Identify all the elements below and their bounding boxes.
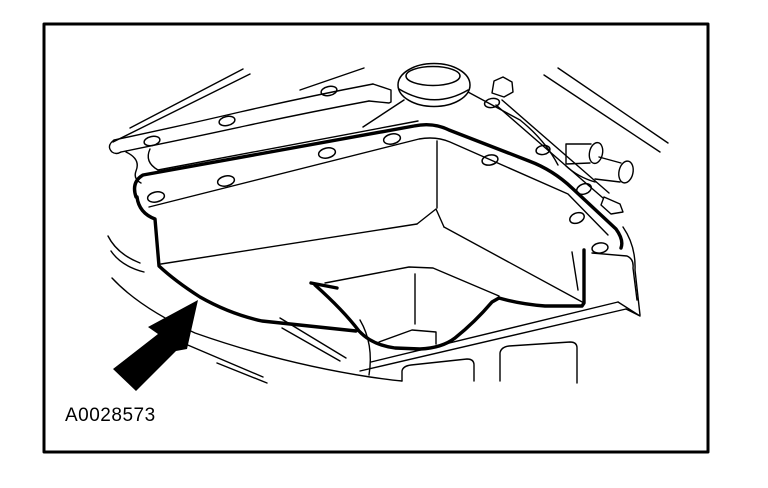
case-rail-top-edge: [113, 83, 374, 141]
case-seam-curve: [147, 148, 159, 171]
bellhousing-arc: [110, 250, 145, 273]
pan-flange-edges: [148, 137, 641, 316]
bolt-hole: [569, 211, 585, 225]
bolt-hole: [218, 115, 236, 127]
bolt-hole: [535, 144, 551, 156]
dome-top-face: [405, 65, 461, 87]
fitting-stub-body: [594, 156, 622, 183]
dipstick-tube-edge: [501, 99, 610, 194]
tube-and-fittings: [491, 76, 634, 215]
pan-left-bottom-edge: [135, 195, 358, 333]
bolt-hole: [146, 191, 166, 203]
case-edge-line: [112, 73, 251, 143]
case-rail-bottom-edge: [120, 100, 370, 153]
case-seam-line: [157, 120, 419, 171]
funnel-web-line: [359, 319, 372, 376]
converter-cover-dome: [362, 62, 471, 128]
case-seam-right: [467, 91, 559, 166]
case-edge-line: [129, 68, 244, 129]
callout-arrow-icon: [113, 300, 198, 391]
case-edge-line: [557, 67, 669, 144]
funnel-rim: [324, 266, 500, 297]
ledge-upper-edge: [370, 301, 619, 363]
bolt-hole: [481, 154, 499, 166]
funnel-bottom-facet: [378, 329, 437, 345]
figure-border: [42, 22, 710, 454]
bolt-hole: [575, 182, 593, 196]
fitting-stub-body: [565, 143, 592, 165]
case-below-pan: [107, 235, 641, 384]
bottom-face-crease: [160, 223, 418, 265]
ledge-lower-edge: [359, 308, 627, 372]
dome-skirt-contour: [398, 88, 469, 101]
case-lower-silhouette: [111, 277, 403, 382]
tube-bracket: [491, 76, 514, 98]
bolt-hole: [320, 85, 338, 97]
right-face-crease: [443, 226, 585, 304]
tube-end-tab: [600, 196, 624, 215]
case-outer-corner: [622, 226, 641, 316]
bellhousing-arc: [107, 235, 141, 264]
pan-face-details: [160, 140, 585, 345]
case-rail-end-face: [368, 83, 392, 104]
fitting-stub-cap: [618, 160, 634, 184]
case-rib: [182, 342, 268, 384]
crease-facet: [416, 208, 445, 228]
bolt-hole: [216, 175, 236, 187]
figure-label: A0028573: [65, 405, 156, 426]
bolt-hole: [317, 147, 337, 159]
case-edge-line: [543, 74, 661, 153]
case-rib: [279, 317, 347, 362]
case-edge-line: [299, 67, 365, 91]
fitting-plate-edge: [565, 165, 596, 183]
pan-right-bottom-edge: [497, 248, 586, 308]
dome-base-line: [362, 99, 405, 128]
bolt-hole: [143, 135, 161, 147]
bolt-hole: [483, 97, 501, 109]
web-arch: [401, 358, 475, 382]
case-corner-line: [571, 251, 579, 291]
flange-under-edge: [148, 137, 609, 236]
case-rail: [108, 83, 559, 184]
flange-corner-step: [591, 252, 638, 301]
fitting-stub-cap: [588, 141, 604, 165]
case-rail-left-hook: [108, 139, 122, 155]
bolt-hole: [382, 133, 402, 145]
web-arch: [499, 341, 578, 384]
pan-body: [135, 195, 586, 351]
ledge-end-face: [617, 301, 641, 317]
bolt-hole: [591, 242, 609, 254]
bolt-holes: [143, 85, 609, 254]
drain-funnel-silhouette: [313, 283, 501, 351]
case-background-lines: [112, 67, 669, 153]
pan-gasket-outline: [132, 122, 624, 250]
